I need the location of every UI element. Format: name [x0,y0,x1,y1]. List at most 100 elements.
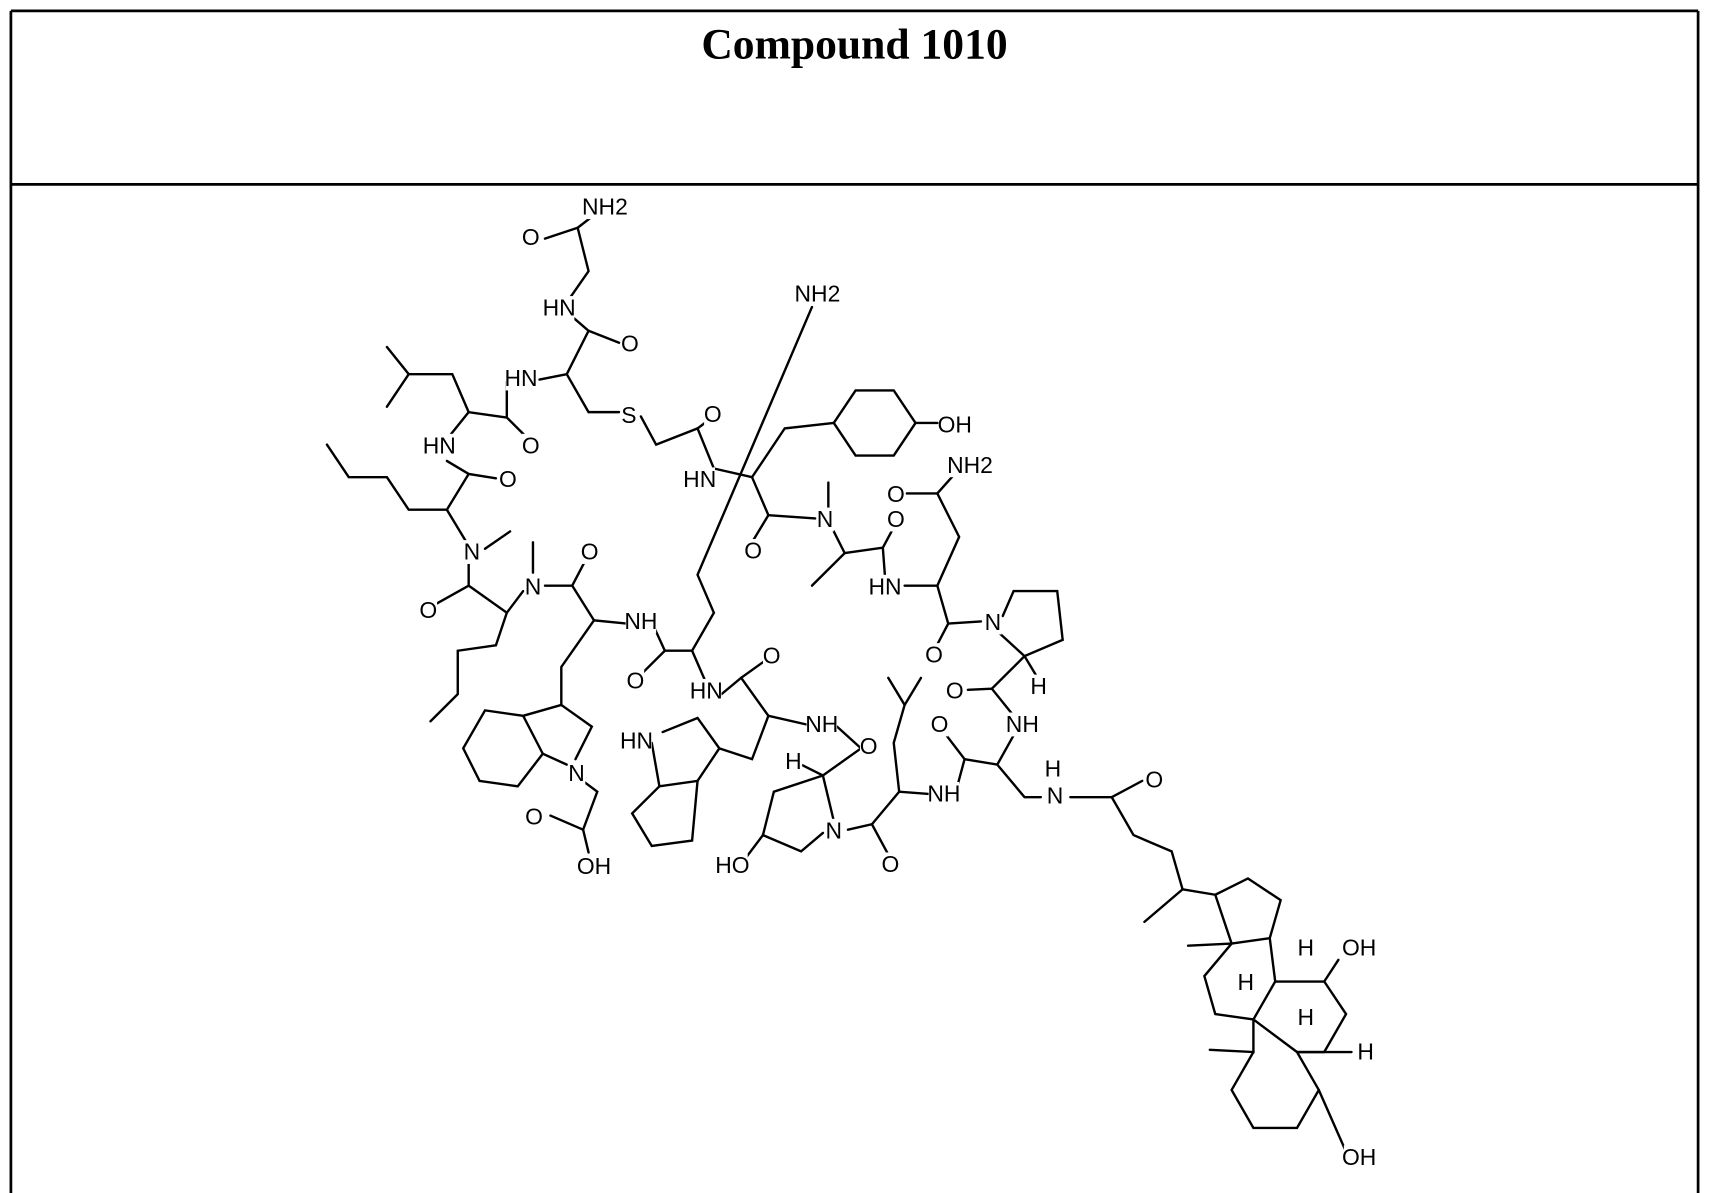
atom-label: H [1238,969,1255,995]
atom-label: O [499,466,517,492]
bond [698,428,714,468]
atom-label: H [785,748,802,774]
bond [837,727,861,749]
atom-label: OH [577,853,611,879]
bond [935,586,948,649]
atom-label: HN [620,727,653,753]
atom-label: HN [690,677,723,703]
bond [997,765,1041,798]
bond [1183,889,1216,894]
atom-label: O [627,668,645,694]
atom-label: HN [868,573,901,599]
bond [572,586,626,624]
bond [872,792,929,825]
bond [834,390,916,455]
bond [722,658,769,694]
atom-label: N [1047,783,1064,809]
atom-label: O [882,851,900,877]
atom-label: O [931,711,949,737]
bond [812,531,845,585]
atom-label: HN [543,295,576,321]
atom-label: H [1297,935,1314,961]
chemical-structure-atoms: NH2OHNOHNSOHNOOHNNH2OHNH2ONNOONHNOONHNOH… [419,194,1376,1170]
bond [1070,781,1142,797]
atom-label: N [525,573,542,599]
bond [1112,797,1183,889]
bond [469,586,523,613]
bond [1215,878,1280,943]
atom-label: N [985,609,1002,635]
bond [431,613,507,721]
bond [567,374,619,412]
atom-label: OH [1342,935,1376,961]
bond [545,228,578,239]
atom-label: O [946,677,964,703]
atom-label: O [763,643,781,669]
bond [387,374,409,407]
bond [569,213,597,300]
bond [823,775,834,821]
bond [888,678,904,792]
atom-label: O [525,803,543,829]
atom-label: O [419,597,437,623]
chemical-structure-bonds [327,213,1352,1152]
atom-label: S [621,402,636,428]
bond [1232,1052,1319,1128]
bond [968,656,1025,690]
table-borders [11,11,1698,1193]
bond [1324,960,1338,982]
bond [652,743,720,786]
bond [447,461,496,478]
bond [714,423,834,477]
atom-label: O [860,733,878,759]
bond [845,531,892,553]
atom-label: HN [423,432,456,458]
atom-label: HN [683,466,716,492]
atom-label: NH2 [582,194,628,220]
bond [589,331,620,343]
atom-label: N [826,817,843,843]
atom-label: NH [805,711,838,737]
atom-label: H [1357,1039,1374,1065]
bond [944,732,965,787]
bond [768,515,815,518]
bond [905,678,921,705]
compound-title: Compound 1010 [701,21,1007,69]
atom-label: H [1030,673,1047,699]
bond [583,830,588,853]
bond [523,705,567,765]
atom-label: O [744,538,762,564]
bond [948,621,981,623]
bond [763,775,823,851]
bond [463,710,543,786]
atom-label: O [621,330,639,356]
atom-label: O [1145,766,1163,792]
bond [561,620,594,705]
atom-label: O [887,506,905,532]
bond [641,416,711,444]
bond [741,678,806,725]
atom-label: NH2 [947,452,993,478]
bond [632,781,697,846]
bond [752,477,768,542]
bond [447,510,467,543]
bond [965,735,1014,764]
atom-label: NH [927,781,960,807]
bond [905,493,959,585]
atom-label: OH [938,412,972,438]
atom-label: HN [504,365,537,391]
bond [540,317,589,380]
atom-label: H [1045,756,1062,782]
atom-label: O [704,401,722,427]
atom-label: N [464,539,481,565]
atom-label: H [1297,1004,1314,1030]
bond [550,779,597,830]
atom-label: NH [624,608,657,634]
bond [561,705,592,759]
atom-label: NH [1006,711,1039,737]
atom-label: O [522,224,540,250]
bond [1188,944,1232,946]
atom-label: NH2 [795,281,841,307]
atom-label: O [925,642,943,668]
